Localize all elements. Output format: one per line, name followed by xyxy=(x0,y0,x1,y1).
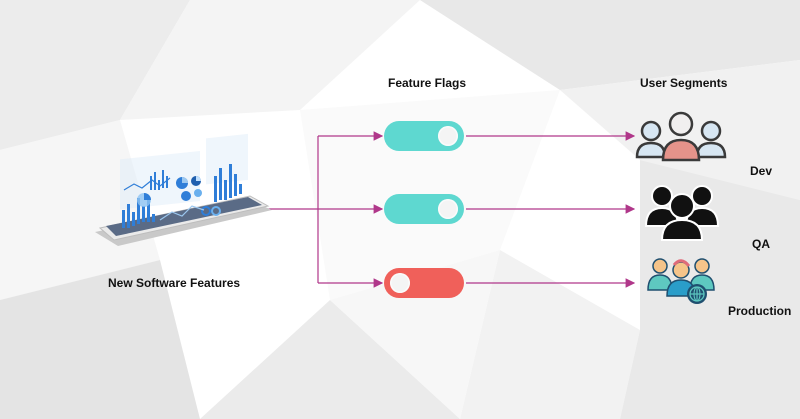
user-group-outline-icon xyxy=(635,111,727,162)
segment-label-dev: Dev xyxy=(750,164,773,178)
feature-flags-header: Feature Flags xyxy=(388,76,467,90)
feature-flag-toggle-3-off[interactable] xyxy=(384,268,464,298)
user-group-globe-icon xyxy=(647,258,715,304)
source-label: New Software Features xyxy=(108,276,241,290)
user-segments-header: User Segments xyxy=(640,76,728,90)
segment-label-production: Production xyxy=(728,304,792,318)
feature-flag-toggle-1-on[interactable] xyxy=(384,121,464,151)
toggle-knob xyxy=(438,126,458,146)
toggle-knob xyxy=(438,199,458,219)
feature-flag-toggle-2-on[interactable] xyxy=(384,194,464,224)
user-group-solid-icon xyxy=(644,185,720,241)
toggle-knob xyxy=(390,273,410,293)
segment-label-qa: QA xyxy=(752,237,770,251)
